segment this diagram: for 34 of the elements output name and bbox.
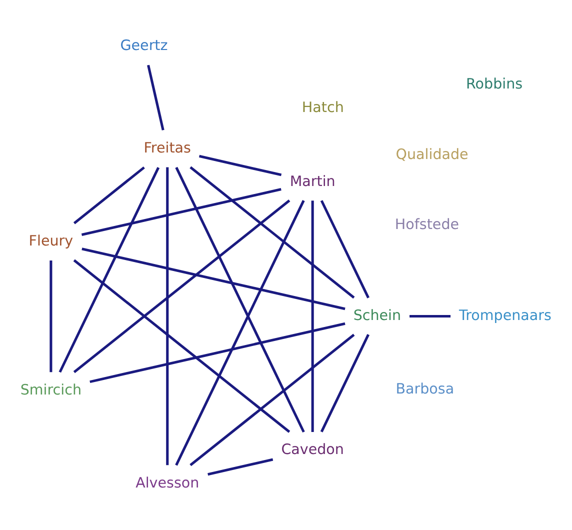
node-text: Trompenaars xyxy=(459,308,552,324)
connector xyxy=(175,166,305,433)
connector xyxy=(175,200,305,466)
connector xyxy=(208,458,274,476)
connector xyxy=(190,334,355,466)
node-text: Martin xyxy=(290,174,336,190)
connector xyxy=(73,166,145,224)
node-text: Qualidade xyxy=(396,146,468,163)
connector xyxy=(410,314,451,318)
node-text: Barbosa xyxy=(396,381,454,398)
connector xyxy=(73,200,290,374)
connector xyxy=(58,166,160,373)
node-text: Robbins xyxy=(466,76,523,92)
node-text: Hofstede xyxy=(394,217,460,234)
connector xyxy=(50,260,52,372)
node-text: Geertz xyxy=(120,38,168,54)
connector xyxy=(73,259,290,433)
node-text: Freitas xyxy=(144,140,191,157)
connector xyxy=(320,334,370,432)
connector xyxy=(82,248,346,310)
connector xyxy=(198,154,282,176)
connector xyxy=(320,200,370,298)
connector xyxy=(166,167,169,466)
node-text: Schein xyxy=(353,308,402,324)
connector xyxy=(190,166,355,299)
connector xyxy=(81,188,282,236)
node-text: Hatch xyxy=(302,100,344,116)
node-text: Fleury xyxy=(28,234,74,250)
node-text: Alvesson xyxy=(136,475,200,492)
connector xyxy=(311,200,314,432)
node-text: Smircich xyxy=(20,382,82,398)
node-text: Cavedon xyxy=(281,442,344,458)
connector xyxy=(90,322,346,384)
connector xyxy=(147,64,164,130)
